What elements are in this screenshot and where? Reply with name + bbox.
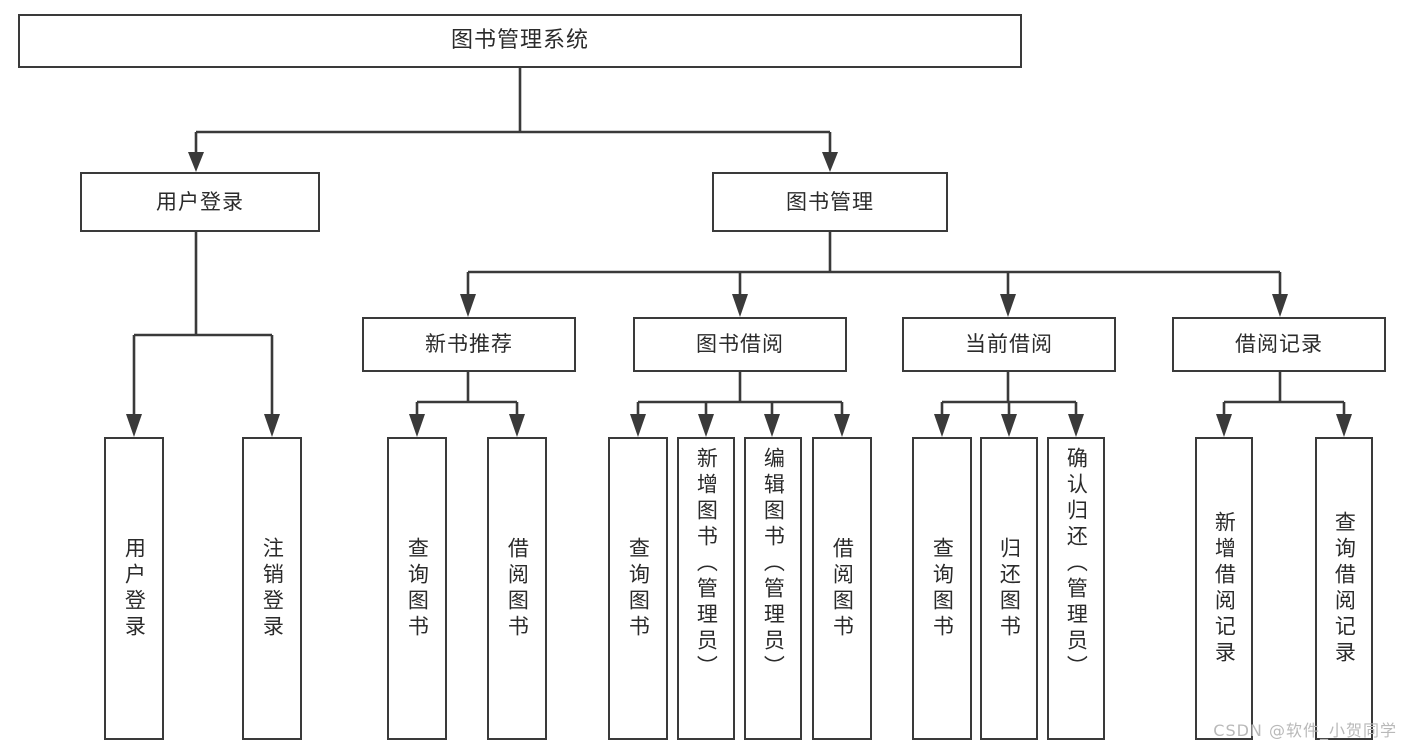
arrowhead-book-borrow xyxy=(732,294,748,317)
node-leaf-borrow-book-1[interactable]: 借阅图书 xyxy=(487,437,547,740)
arrowhead-leaf-query-book-1 xyxy=(409,414,425,437)
node-leaf-query-book-3[interactable]: 查询图书 xyxy=(912,437,972,740)
arrowhead-leaf-add-book xyxy=(698,414,714,437)
node-leaf-borrow-book-1-label: 借阅图书 xyxy=(505,536,530,641)
node-leaf-borrow-book-2[interactable]: 借阅图书 xyxy=(812,437,872,740)
arrowhead-leaf-query-book-3 xyxy=(934,414,950,437)
node-leaf-add-record[interactable]: 新增借阅记录 xyxy=(1195,437,1253,740)
node-leaf-query-book-3-label: 查询图书 xyxy=(930,536,955,641)
node-leaf-user-login-label: 用户登录 xyxy=(122,536,147,641)
arrowhead-leaf-borrow-book-1 xyxy=(509,414,525,437)
arrowhead-leaf-user-login xyxy=(126,414,142,437)
node-leaf-add-book-label: 新增图书（管理员） xyxy=(694,447,719,681)
arrowhead-leaf-logout xyxy=(264,414,280,437)
node-leaf-query-record-label: 查询借阅记录 xyxy=(1332,510,1357,667)
node-leaf-query-record[interactable]: 查询借阅记录 xyxy=(1315,437,1373,740)
arrowhead-current-borrow xyxy=(1000,294,1016,317)
node-leaf-logout-label: 注销登录 xyxy=(260,536,285,641)
node-leaf-edit-book[interactable]: 编辑图书（管理员） xyxy=(744,437,802,740)
arrowhead-leaf-borrow-book-2 xyxy=(834,414,850,437)
arrowhead-leaf-return-book xyxy=(1001,414,1017,437)
node-leaf-query-book-1[interactable]: 查询图书 xyxy=(387,437,447,740)
node-leaf-query-book-2[interactable]: 查询图书 xyxy=(608,437,668,740)
node-leaf-add-book[interactable]: 新增图书（管理员） xyxy=(677,437,735,740)
node-current-borrow-label: 当前借阅 xyxy=(965,332,1053,357)
node-leaf-confirm-return[interactable]: 确认归还（管理员） xyxy=(1047,437,1105,740)
node-leaf-query-book-2-label: 查询图书 xyxy=(626,536,651,641)
node-leaf-confirm-return-label: 确认归还（管理员） xyxy=(1064,447,1089,681)
arrowhead-book-manage xyxy=(822,152,838,172)
arrowhead-borrow-record xyxy=(1272,294,1288,317)
node-new-book-rec-label: 新书推荐 xyxy=(425,332,513,357)
node-borrow-record-label: 借阅记录 xyxy=(1235,332,1323,357)
node-leaf-edit-book-label: 编辑图书（管理员） xyxy=(761,447,786,681)
arrowhead-leaf-query-book-2 xyxy=(630,414,646,437)
node-leaf-borrow-book-2-label: 借阅图书 xyxy=(830,536,855,641)
node-leaf-logout[interactable]: 注销登录 xyxy=(242,437,302,740)
node-user-login[interactable]: 用户登录 xyxy=(80,172,320,232)
node-root-label: 图书管理系统 xyxy=(450,28,589,54)
node-book-borrow[interactable]: 图书借阅 xyxy=(633,317,847,372)
node-user-login-label: 用户登录 xyxy=(156,189,244,214)
node-book-borrow-label: 图书借阅 xyxy=(696,332,784,357)
node-book-manage[interactable]: 图书管理 xyxy=(712,172,948,232)
node-leaf-add-record-label: 新增借阅记录 xyxy=(1212,510,1237,667)
node-borrow-record[interactable]: 借阅记录 xyxy=(1172,317,1386,372)
node-book-manage-label: 图书管理 xyxy=(786,189,874,214)
arrowhead-leaf-add-record xyxy=(1216,414,1232,437)
node-root[interactable]: 图书管理系统 xyxy=(18,14,1022,68)
node-leaf-return-book-label: 归还图书 xyxy=(997,536,1022,641)
node-leaf-query-book-1-label: 查询图书 xyxy=(405,536,430,641)
arrowhead-leaf-query-record xyxy=(1336,414,1352,437)
arrowhead-leaf-confirm-return xyxy=(1068,414,1084,437)
node-leaf-return-book[interactable]: 归还图书 xyxy=(980,437,1038,740)
node-current-borrow[interactable]: 当前借阅 xyxy=(902,317,1116,372)
node-new-book-rec[interactable]: 新书推荐 xyxy=(362,317,576,372)
node-leaf-user-login[interactable]: 用户登录 xyxy=(104,437,164,740)
arrowhead-user-login xyxy=(188,152,204,172)
arrowhead-leaf-edit-book xyxy=(764,414,780,437)
arrowhead-new-book-rec xyxy=(460,294,476,317)
